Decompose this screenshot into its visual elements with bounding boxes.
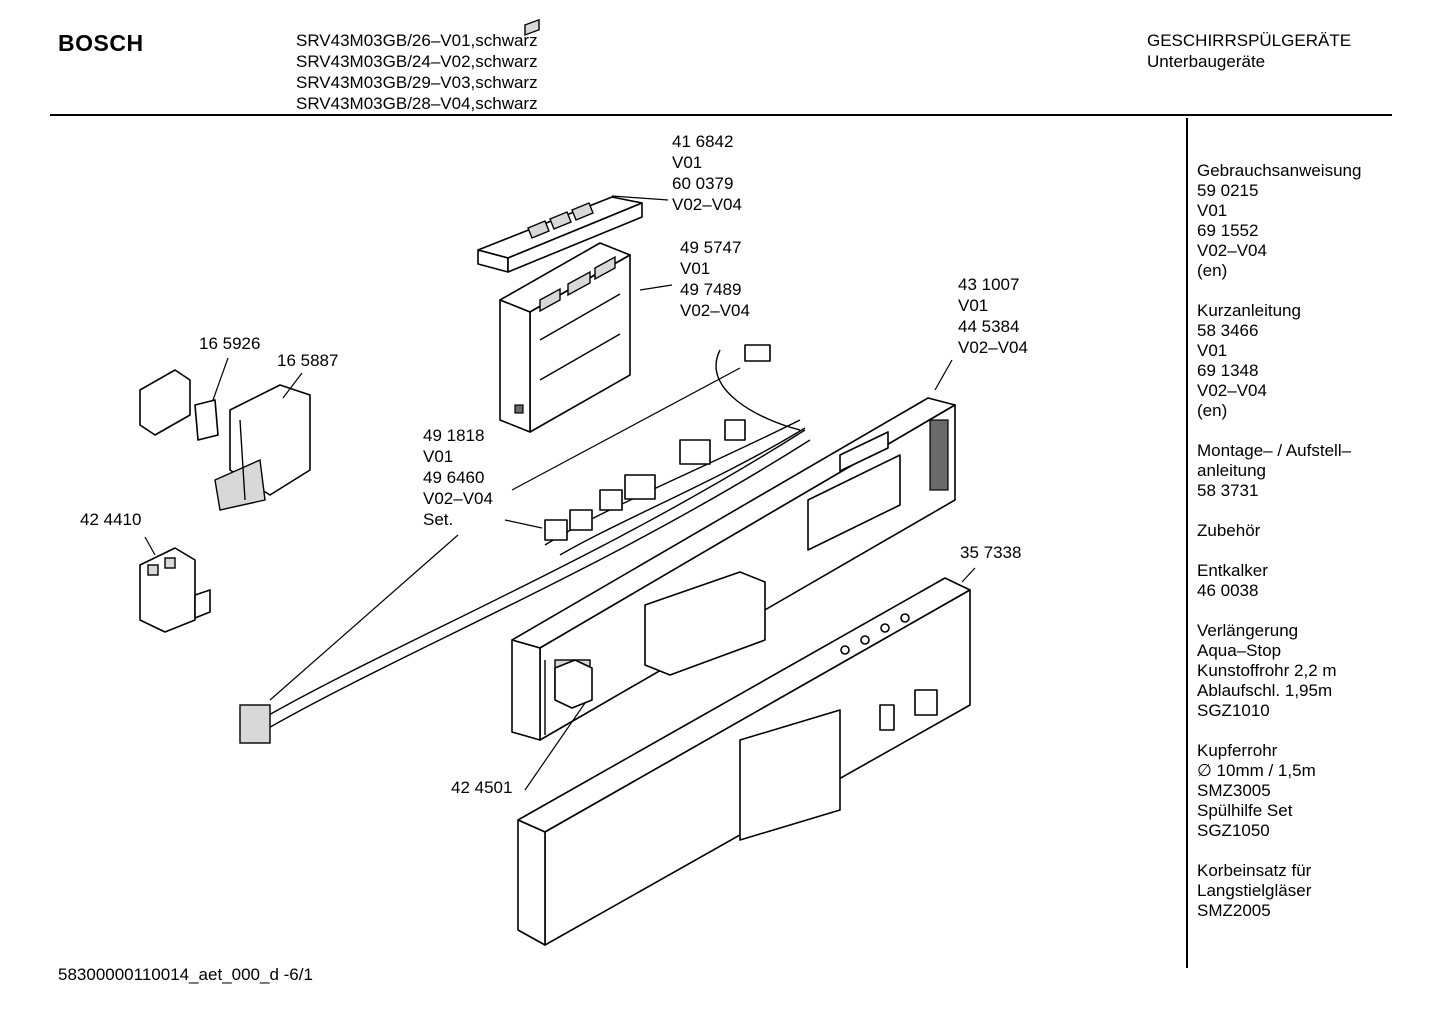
callout-165887: 16 5887 — [277, 351, 339, 370]
part-electronic-module — [499, 242, 631, 433]
part-switch — [554, 659, 593, 709]
brand-logo: BOSCH — [58, 30, 144, 56]
part-relay — [139, 547, 211, 633]
document-code: 58300000110014_aet_000_d -6/1 — [58, 965, 313, 984]
category-title: GESCHIRRSPÜLGERÄTE — [1147, 31, 1352, 50]
part-control-panel — [511, 397, 956, 741]
callout-424501: 42 4501 — [451, 778, 513, 797]
header-divider — [50, 114, 1392, 116]
sidebar-divider — [1186, 118, 1188, 968]
callout-424410: 42 4410 — [80, 510, 142, 529]
part-button-strip — [477, 18, 643, 273]
category-subtitle: Unterbaugeräte — [1147, 52, 1266, 71]
model-line: SRV43M03GB/26–V01,schwarz — [296, 31, 538, 50]
leader-lines — [144, 195, 976, 791]
list-item: Zubehör — [1197, 521, 1261, 540]
part-wiring-harness — [239, 344, 811, 744]
callout-357338: 35 7338 — [960, 543, 1022, 562]
part-relay-assembly — [214, 384, 311, 511]
part-cover-bracket — [139, 369, 219, 441]
model-list: SRV43M03GB/26–V01,schwarz SRV43M03GB/24–… — [296, 30, 538, 114]
category-block: GESCHIRRSPÜLGERÄTE Unterbaugeräte — [1147, 30, 1351, 72]
part-front-frame — [517, 571, 971, 946]
exploded-parts-drawing — [139, 18, 976, 946]
callout-165926: 16 5926 — [199, 334, 261, 353]
model-line: SRV43M03GB/29–V03,schwarz — [296, 73, 538, 92]
model-line: SRV43M03GB/28–V04,schwarz — [296, 94, 538, 113]
model-line: SRV43M03GB/24–V02,schwarz — [296, 52, 538, 71]
